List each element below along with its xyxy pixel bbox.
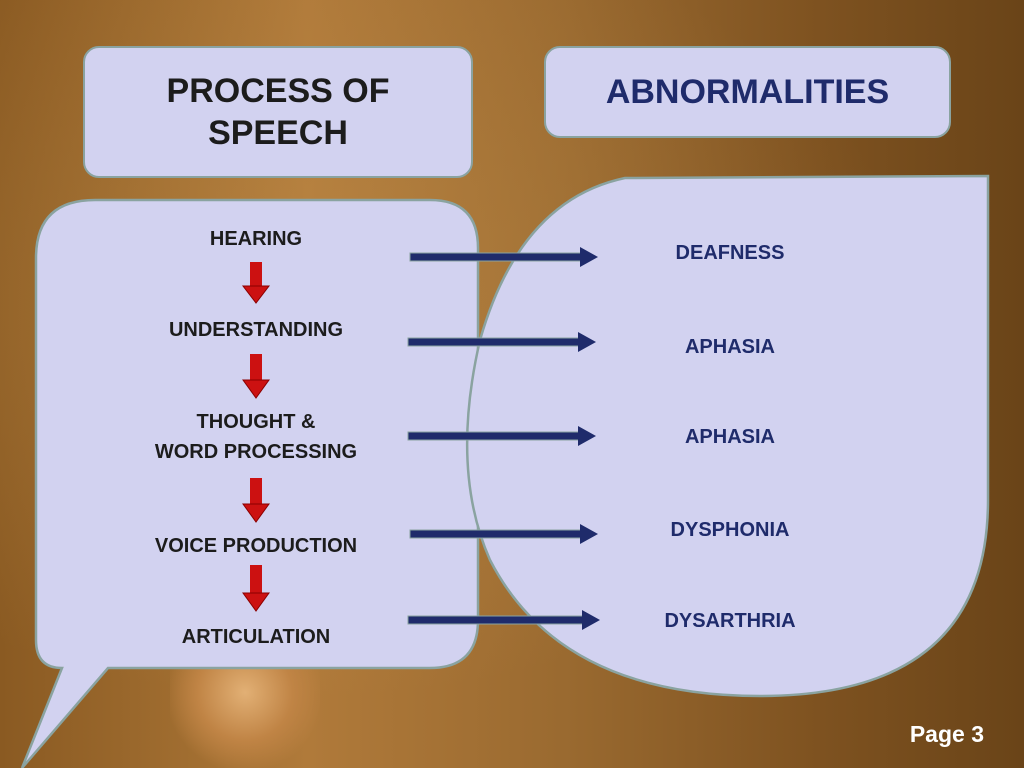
abnormality-aphasia-1: APHASIA [684, 336, 775, 358]
process-of-speech-title-text: PROCESS OF SPEECH [166, 72, 390, 152]
down-arrow-1 [241, 262, 271, 304]
step-voice-production: VOICE PRODUCTION [154, 535, 358, 557]
right-arrow-1 [409, 247, 598, 267]
step-thought: THOUGHT & [196, 411, 316, 433]
abnormality-dysarthria: DYSARTHRIA [664, 610, 796, 632]
abnormality-dysphonia: DYSPHONIA [670, 519, 790, 541]
right-arrow-4 [409, 524, 598, 544]
abnormalities-bubble [465, 174, 990, 698]
down-arrow-3 [242, 478, 270, 523]
step-hearing: HEARING [209, 228, 303, 250]
background-figurine [170, 660, 320, 768]
page-number: Page 3 [909, 721, 984, 747]
step-articulation: ARTICULATION [181, 626, 331, 648]
process-of-speech-title: PROCESS OF SPEECH [83, 46, 473, 178]
down-arrow-2 [242, 354, 270, 399]
right-arrow-2 [407, 332, 596, 352]
abnormalities-title: ABNORMALITIES [544, 46, 951, 138]
abnormality-deafness: DEAFNESS [675, 242, 785, 264]
down-arrow-4 [242, 565, 270, 612]
right-arrow-3 [407, 426, 596, 446]
step-understanding: UNDERSTANDING [168, 319, 344, 341]
abnormalities-title-text: ABNORMALITIES [605, 72, 890, 111]
step-word-processing: WORD PROCESSING [154, 441, 358, 463]
right-arrow-5 [407, 610, 600, 630]
abnormality-aphasia-2: APHASIA [684, 426, 775, 448]
